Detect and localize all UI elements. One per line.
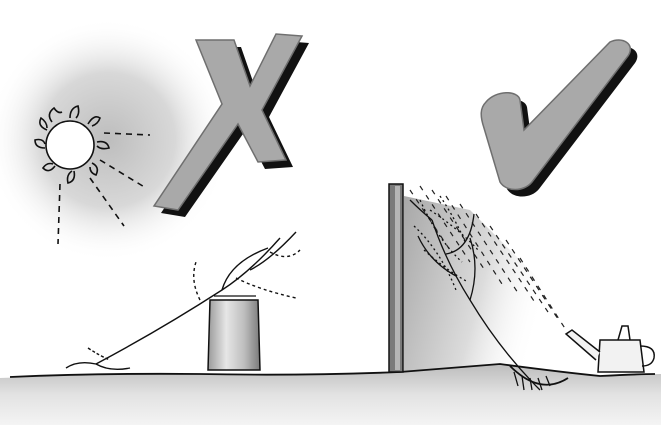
water-barrel	[208, 296, 260, 370]
wall-post	[389, 184, 403, 372]
check-mark-icon	[481, 40, 637, 197]
shade-rays	[404, 186, 566, 372]
ground	[0, 364, 661, 425]
watering-can-icon	[566, 326, 654, 372]
